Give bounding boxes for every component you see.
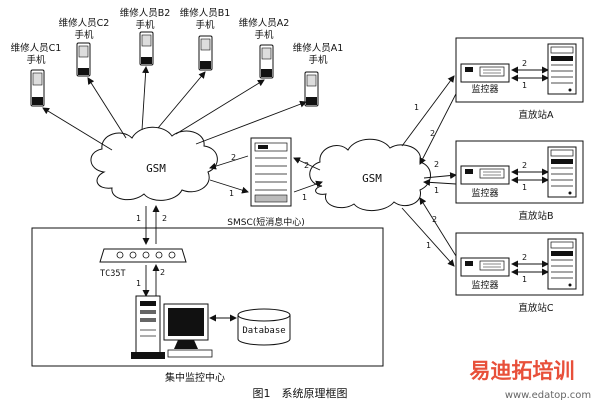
phone-links [42,66,307,151]
monitor-label: 监控器 [471,83,498,95]
modem-label: TC35T [100,269,126,279]
repeater-cabinet-icon [547,43,577,95]
phone-a2-sub: 手机 [254,29,274,41]
phone-b1-name: 维修人员B1 [180,7,231,19]
phone-c2: 维修人员C2 手机 [59,17,110,77]
phone-b2: 维修人员B2 手机 [120,7,171,66]
gsm-right-label: GSM [362,172,382,185]
link-label: 2 [231,153,236,162]
mobile-phone-icon [30,69,45,107]
link-label: 1 [414,103,419,112]
link-label: 2 [160,268,165,277]
station-links: 1 2 2 1 2 1 [401,75,461,267]
link-label: 2 [522,253,527,262]
link-label: 2 [162,214,167,223]
phone-a2: 维修人员A2 手机 [239,17,290,79]
monitor-device-icon [460,257,510,277]
phone-c1-name: 维修人员C1 [11,42,62,54]
link-label: 2 [304,161,309,170]
monitor-label: 监控器 [471,279,498,291]
station-a: 监控器 2 1 直放站A [455,37,584,121]
smsc-label: SMSC(短消息中心) [227,216,305,228]
station-c: 监控器 2 1 直放站C [455,232,584,314]
link-label: 1 [522,81,527,90]
modem-tc35t: TC35T [99,248,187,279]
modem-pc-links: 1 2 [136,264,165,297]
gsm-cloud-left: GSM [90,126,218,201]
link-label: 2 [430,129,435,138]
phone-a1: 维修人员A1 手机 [293,42,344,107]
link-label: 1 [136,214,141,223]
phone-a1-sub: 手机 [308,54,328,66]
link-label: 1 [426,241,431,250]
phone-c2-sub: 手机 [74,29,94,41]
monitor-label: 监控器 [471,187,498,199]
gsm-cloud-right: GSM [309,138,431,211]
mobile-phone-icon [198,35,213,71]
station-b-label: 直放站B [518,210,553,222]
smsc-links: 2 1 2 1 [209,153,323,202]
monitor-device-icon [460,63,510,83]
link-label: 2 [432,215,437,224]
repeater-cabinet-icon [547,238,577,290]
link-label: 1 [434,186,439,195]
server-icon [250,137,292,207]
link-label: 1 [229,189,234,198]
phone-c2-name: 维修人员C2 [59,17,110,29]
phone-b2-name: 维修人员B2 [120,7,171,19]
watermark: 易迪拓培训 www.edatop.com [470,359,592,401]
computer-icon [131,295,213,359]
phone-b1-sub: 手机 [195,19,215,31]
mobile-phone-icon [139,31,154,66]
link-label: 2 [522,59,527,68]
station-a-label: 直放站A [519,109,555,121]
monitoring-center-box [31,227,384,367]
link-label: 2 [434,160,439,169]
center-label: 集中监控中心 [165,371,225,384]
phone-b2-sub: 手机 [135,19,155,31]
link-label: 1 [302,193,307,202]
phone-c1: 维修人员C1 手机 [11,42,62,107]
phone-a1-name: 维修人员A1 [293,42,344,54]
mobile-phone-icon [259,44,274,79]
watermark-url: www.edatop.com [505,390,591,401]
phone-c1-sub: 手机 [26,54,46,66]
mobile-phone-icon [76,42,91,77]
mobile-phone-icon [304,71,319,107]
gsm-left-label: GSM [146,162,166,175]
phone-b1: 维修人员B1 手机 [180,7,231,71]
link-label: 1 [522,275,527,284]
modem-icon [99,248,187,263]
figure-caption: 图1 系统原理框图 [253,387,348,400]
phone-a2-name: 维修人员A2 [239,17,290,29]
database-label: Database [242,326,285,336]
database-icon: Database [237,308,291,346]
repeater-cabinet-icon [547,146,577,198]
center-links: 1 2 [136,205,167,245]
link-label: 1 [136,279,141,288]
link-label: 1 [522,183,527,192]
monitor-device-icon [460,165,510,185]
smsc-server: SMSC(短消息中心) [227,137,305,228]
link-label: 2 [522,161,527,170]
watermark-text: 易迪拓培训 [470,359,575,383]
station-c-label: 直放站C [518,302,554,314]
station-b: 监控器 2 1 直放站B [455,140,584,222]
